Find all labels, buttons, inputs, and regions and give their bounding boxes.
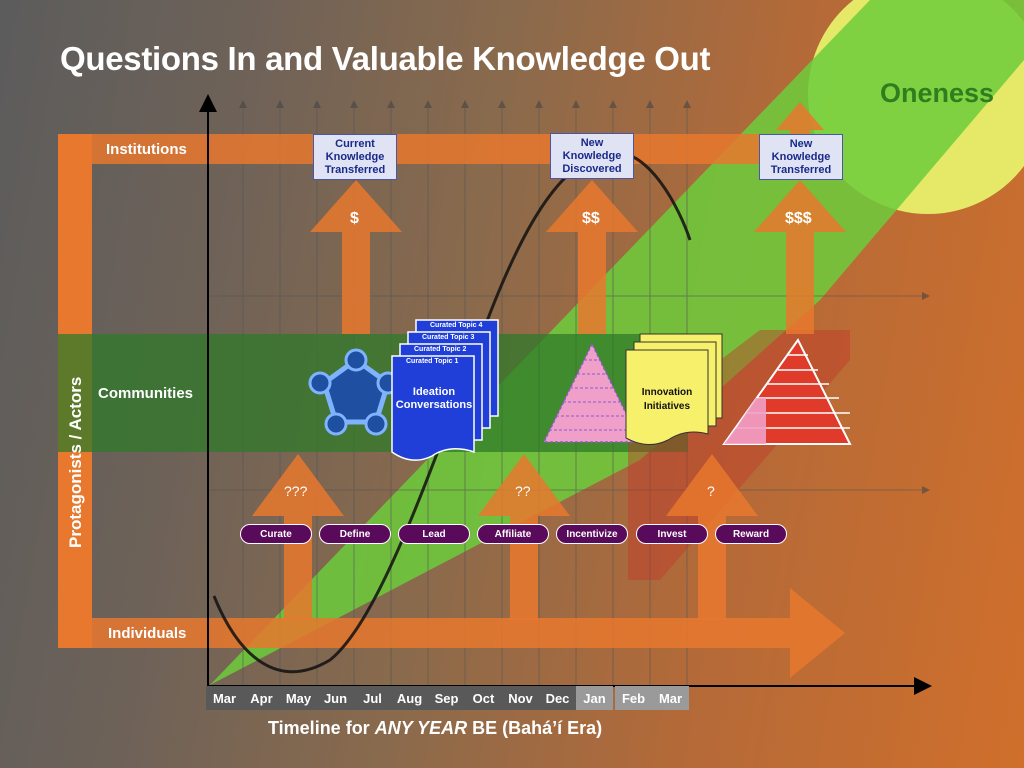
innovation-sheets [625,333,723,445]
oneness-label: Oneness [880,78,995,108]
red-pyramid-icon [722,338,852,445]
curated-topic-4: Curated Topic 4 [430,322,483,329]
month-label: Feb [615,686,652,710]
timeline-emphasis: ANY YEAR [374,718,468,738]
timeline-prefix: Timeline for [268,718,375,738]
month-label: Jun [317,686,354,710]
month-label: Aug [391,686,428,710]
question-label-2: ?? [515,483,531,499]
curated-topic-1: Curated Topic 1 [406,358,459,365]
curated-topic-stack [391,319,499,461]
pink-pyramid-icon [542,342,642,443]
month-label: Jan [576,686,613,710]
step-invest: Invest [636,524,708,544]
up-arrow-2 [546,180,638,334]
institutions-lane [92,134,792,164]
curated-topic-2: Curated Topic 2 [414,346,467,353]
month-label: Sep [428,686,465,710]
month-label: Jul [354,686,391,710]
individuals-lane-arrow [92,588,845,678]
curated-topic-3: Curated Topic 3 [422,334,475,341]
month-label: Apr [243,686,280,710]
step-define: Define [319,524,391,544]
up-arrow-1 [310,180,402,334]
lane-individuals: Individuals [108,625,187,642]
up-arrow-3 [754,180,846,334]
timeline-suffix: BE (Bahá’í Era) [467,718,603,738]
step-curate: Curate [240,524,312,544]
up-arrow-q3 [666,454,758,620]
month-label: Dec [539,686,576,710]
step-reward: Reward [715,524,787,544]
step-lead: Lead [398,524,470,544]
question-label-3: ? [707,483,715,499]
lane-communities: Communities [98,385,194,402]
dollar-label-3: $$$ [785,210,812,227]
lane-institutions: Institutions [106,141,187,158]
dollar-label-1: $ [350,210,359,227]
slide-title: Questions In and Valuable Knowledge Out [60,40,711,77]
timeline-caption: Timeline for ANY YEAR BE (Bahá’í Era) [268,718,602,739]
question-label-1: ??? [284,483,308,499]
month-label: May [280,686,317,710]
step-incentivize: Incentivize [556,524,628,544]
up-arrow-top-3 [776,102,824,164]
month-label: Mar [652,686,689,710]
step-affiliate: Affiliate [477,524,549,544]
team-network-icon [308,348,400,436]
dollar-label-2: $$ [582,210,600,227]
month-label: Oct [465,686,502,710]
month-label: Nov [502,686,539,710]
actors-axis-label: Protagonists / Actors [66,376,85,548]
month-label: Mar [206,686,243,710]
